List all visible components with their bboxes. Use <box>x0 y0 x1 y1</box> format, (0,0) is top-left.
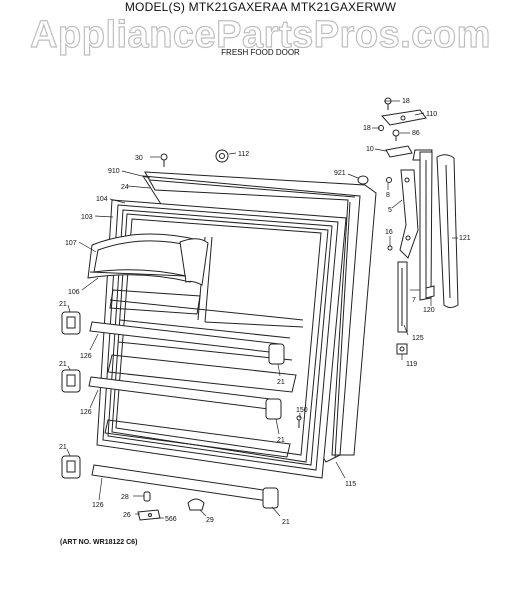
callout-21: 21 <box>277 379 285 386</box>
callout-86: 86 <box>412 130 420 137</box>
callout-112: 112 <box>238 151 249 158</box>
callout-103: 103 <box>81 214 93 221</box>
dairy-compartment <box>87 233 209 286</box>
callout-115: 115 <box>345 481 356 488</box>
callout-566: 566 <box>165 516 177 523</box>
callout-29: 29 <box>206 517 214 524</box>
callout-150: 150 <box>296 407 308 414</box>
callout-24: 24 <box>121 184 129 191</box>
callout-30: 30 <box>135 155 143 162</box>
callout-910: 910 <box>108 168 120 175</box>
callout-8: 8 <box>386 192 390 199</box>
callout-21: 21 <box>277 437 285 444</box>
door-outer-shell <box>142 171 377 463</box>
door-handle <box>436 154 459 308</box>
callout-125: 125 <box>412 335 424 342</box>
callout-126: 126 <box>80 409 92 416</box>
callout-126: 126 <box>80 353 92 360</box>
callout-126: 126 <box>92 502 104 509</box>
callout-7: 7 <box>412 297 416 304</box>
hinge-strap <box>419 151 433 301</box>
callout-18: 18 <box>363 125 371 132</box>
callout-21: 21 <box>59 361 67 368</box>
callout-18: 18 <box>402 98 410 105</box>
callout-921: 921 <box>334 170 346 177</box>
hinge-arm <box>399 169 419 259</box>
callout-5: 5 <box>388 207 392 214</box>
callout-labels: 18 110 18 86 10 30 112 910 24 921 8 104 … <box>59 98 471 526</box>
diagram-title: MODEL(S) MTK21GAXERAA MTK21GAXERWW <box>124 0 397 14</box>
small-hardware <box>137 149 369 521</box>
callout-121: 121 <box>459 235 471 242</box>
art-number: (ART NO. WR18122 C6) <box>60 539 138 546</box>
callout-120: 120 <box>423 307 435 314</box>
callout-26: 26 <box>123 512 131 519</box>
bottom-hinge <box>387 245 435 355</box>
callout-119: 119 <box>406 361 417 368</box>
callout-104: 104 <box>96 196 108 203</box>
diagram-subtitle: FRESH FOOD DOOR <box>221 48 300 57</box>
callout-21: 21 <box>282 519 290 526</box>
callout-10: 10 <box>366 146 374 153</box>
callout-21: 21 <box>59 444 67 451</box>
callout-16: 16 <box>385 229 393 236</box>
leader-lines <box>66 100 458 519</box>
watermark-logo: AppliancePartsPros.com <box>29 13 491 56</box>
callout-21: 21 <box>59 301 67 308</box>
shelf-end-caps <box>61 311 285 509</box>
callout-107: 107 <box>65 240 77 247</box>
callout-110: 110 <box>426 111 437 118</box>
callout-28: 28 <box>121 494 129 501</box>
callout-106: 106 <box>68 289 80 296</box>
